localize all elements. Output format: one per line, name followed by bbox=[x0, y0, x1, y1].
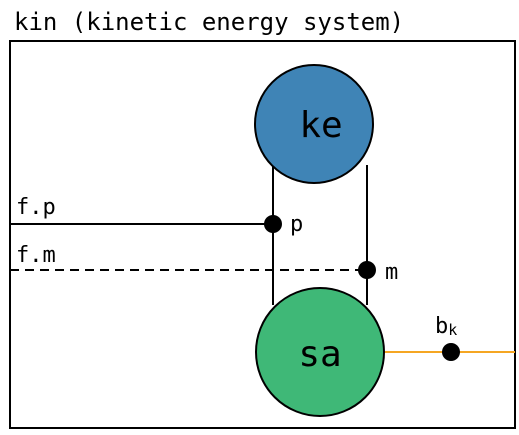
port-bk-dot[interactable] bbox=[442, 343, 460, 361]
port-m-label: m bbox=[385, 260, 398, 285]
diagram-title: kin (kinetic energy system) bbox=[14, 8, 404, 36]
port-bk-label: bk bbox=[435, 314, 457, 339]
node-sa-label: sa bbox=[298, 334, 341, 375]
port-p-label: p bbox=[290, 212, 303, 237]
input-label-fm: f.m bbox=[16, 243, 56, 268]
system-boundary bbox=[9, 40, 516, 429]
port-bk-sub: k bbox=[448, 321, 457, 339]
port-m-dot[interactable] bbox=[358, 261, 376, 279]
input-label-fp: f.p bbox=[16, 195, 56, 220]
port-p-dot[interactable] bbox=[264, 215, 282, 233]
node-ke[interactable] bbox=[254, 64, 374, 184]
node-ke-label: ke bbox=[299, 105, 342, 146]
port-bk-base: b bbox=[435, 314, 448, 339]
node-sa[interactable] bbox=[255, 287, 385, 417]
